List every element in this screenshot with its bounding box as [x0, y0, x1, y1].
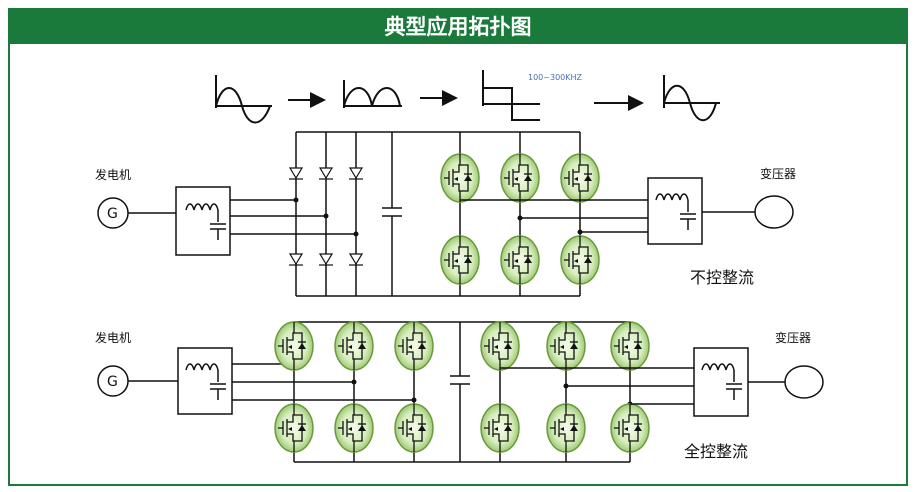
top-generator-symbol: G — [107, 206, 118, 222]
igbt-icon — [394, 403, 434, 453]
waveform-square-hf — [482, 70, 540, 121]
top-input-filter — [175, 186, 231, 256]
top-filter-output-wires — [230, 199, 356, 235]
igbt-icon — [334, 321, 374, 371]
igbt-icon — [560, 235, 600, 285]
igbt-icon — [500, 153, 540, 203]
igbt-icon — [546, 403, 586, 453]
top-diode-bridge — [288, 167, 364, 266]
diode-icon — [318, 167, 334, 180]
top-junction-dots — [293, 197, 583, 237]
bottom-caption: 全控整流 — [684, 442, 748, 461]
igbt-icon — [334, 403, 374, 453]
bottom-input-filter — [177, 347, 233, 415]
top-transformer-icon — [754, 195, 794, 229]
igbt-icon — [500, 235, 540, 285]
igbt-icon — [440, 235, 480, 285]
top-output-filter — [647, 177, 703, 245]
top-transformer-label: 变压器 — [760, 166, 796, 181]
bottom-generator-symbol: G — [107, 374, 118, 390]
bottom-igbts — [274, 321, 650, 453]
diagram-frame: 典型应用拓扑图 — [8, 8, 908, 486]
igbt-icon — [560, 153, 600, 203]
bottom-transformer-icon — [784, 365, 824, 399]
igbt-icon — [546, 321, 586, 371]
diode-icon — [288, 167, 304, 180]
bottom-inverter-output-wires — [500, 367, 694, 405]
waveform-sine-input — [215, 75, 272, 124]
diode-icon — [318, 253, 334, 266]
bottom-generator-label: 发电机 — [95, 330, 131, 345]
igbt-icon — [480, 321, 520, 371]
igbt-icon — [274, 321, 314, 371]
waveform-rectified — [343, 80, 402, 108]
igbt-icon — [610, 321, 650, 371]
frequency-label: 100~300KHZ — [528, 73, 583, 82]
waveform-sine-output — [663, 75, 720, 122]
diode-icon — [348, 167, 364, 180]
top-inverter-igbts — [440, 153, 600, 285]
bottom-output-filter — [693, 347, 749, 417]
diagram-title: 典型应用拓扑图 — [384, 15, 532, 39]
igbt-icon — [480, 403, 520, 453]
bottom-transformer-label: 变压器 — [775, 330, 811, 345]
bottom-filter-output-wires — [232, 363, 414, 401]
igbt-icon — [610, 403, 650, 453]
top-caption: 不控整流 — [690, 268, 754, 287]
igbt-icon — [274, 403, 314, 453]
top-inverter-output-wires — [460, 199, 648, 233]
diode-icon — [348, 253, 364, 266]
title-bar: 典型应用拓扑图 — [10, 10, 906, 44]
diode-icon — [288, 253, 304, 266]
igbt-icon — [394, 321, 434, 371]
top-generator-label: 发电机 — [95, 167, 131, 182]
igbt-icon — [440, 153, 480, 203]
